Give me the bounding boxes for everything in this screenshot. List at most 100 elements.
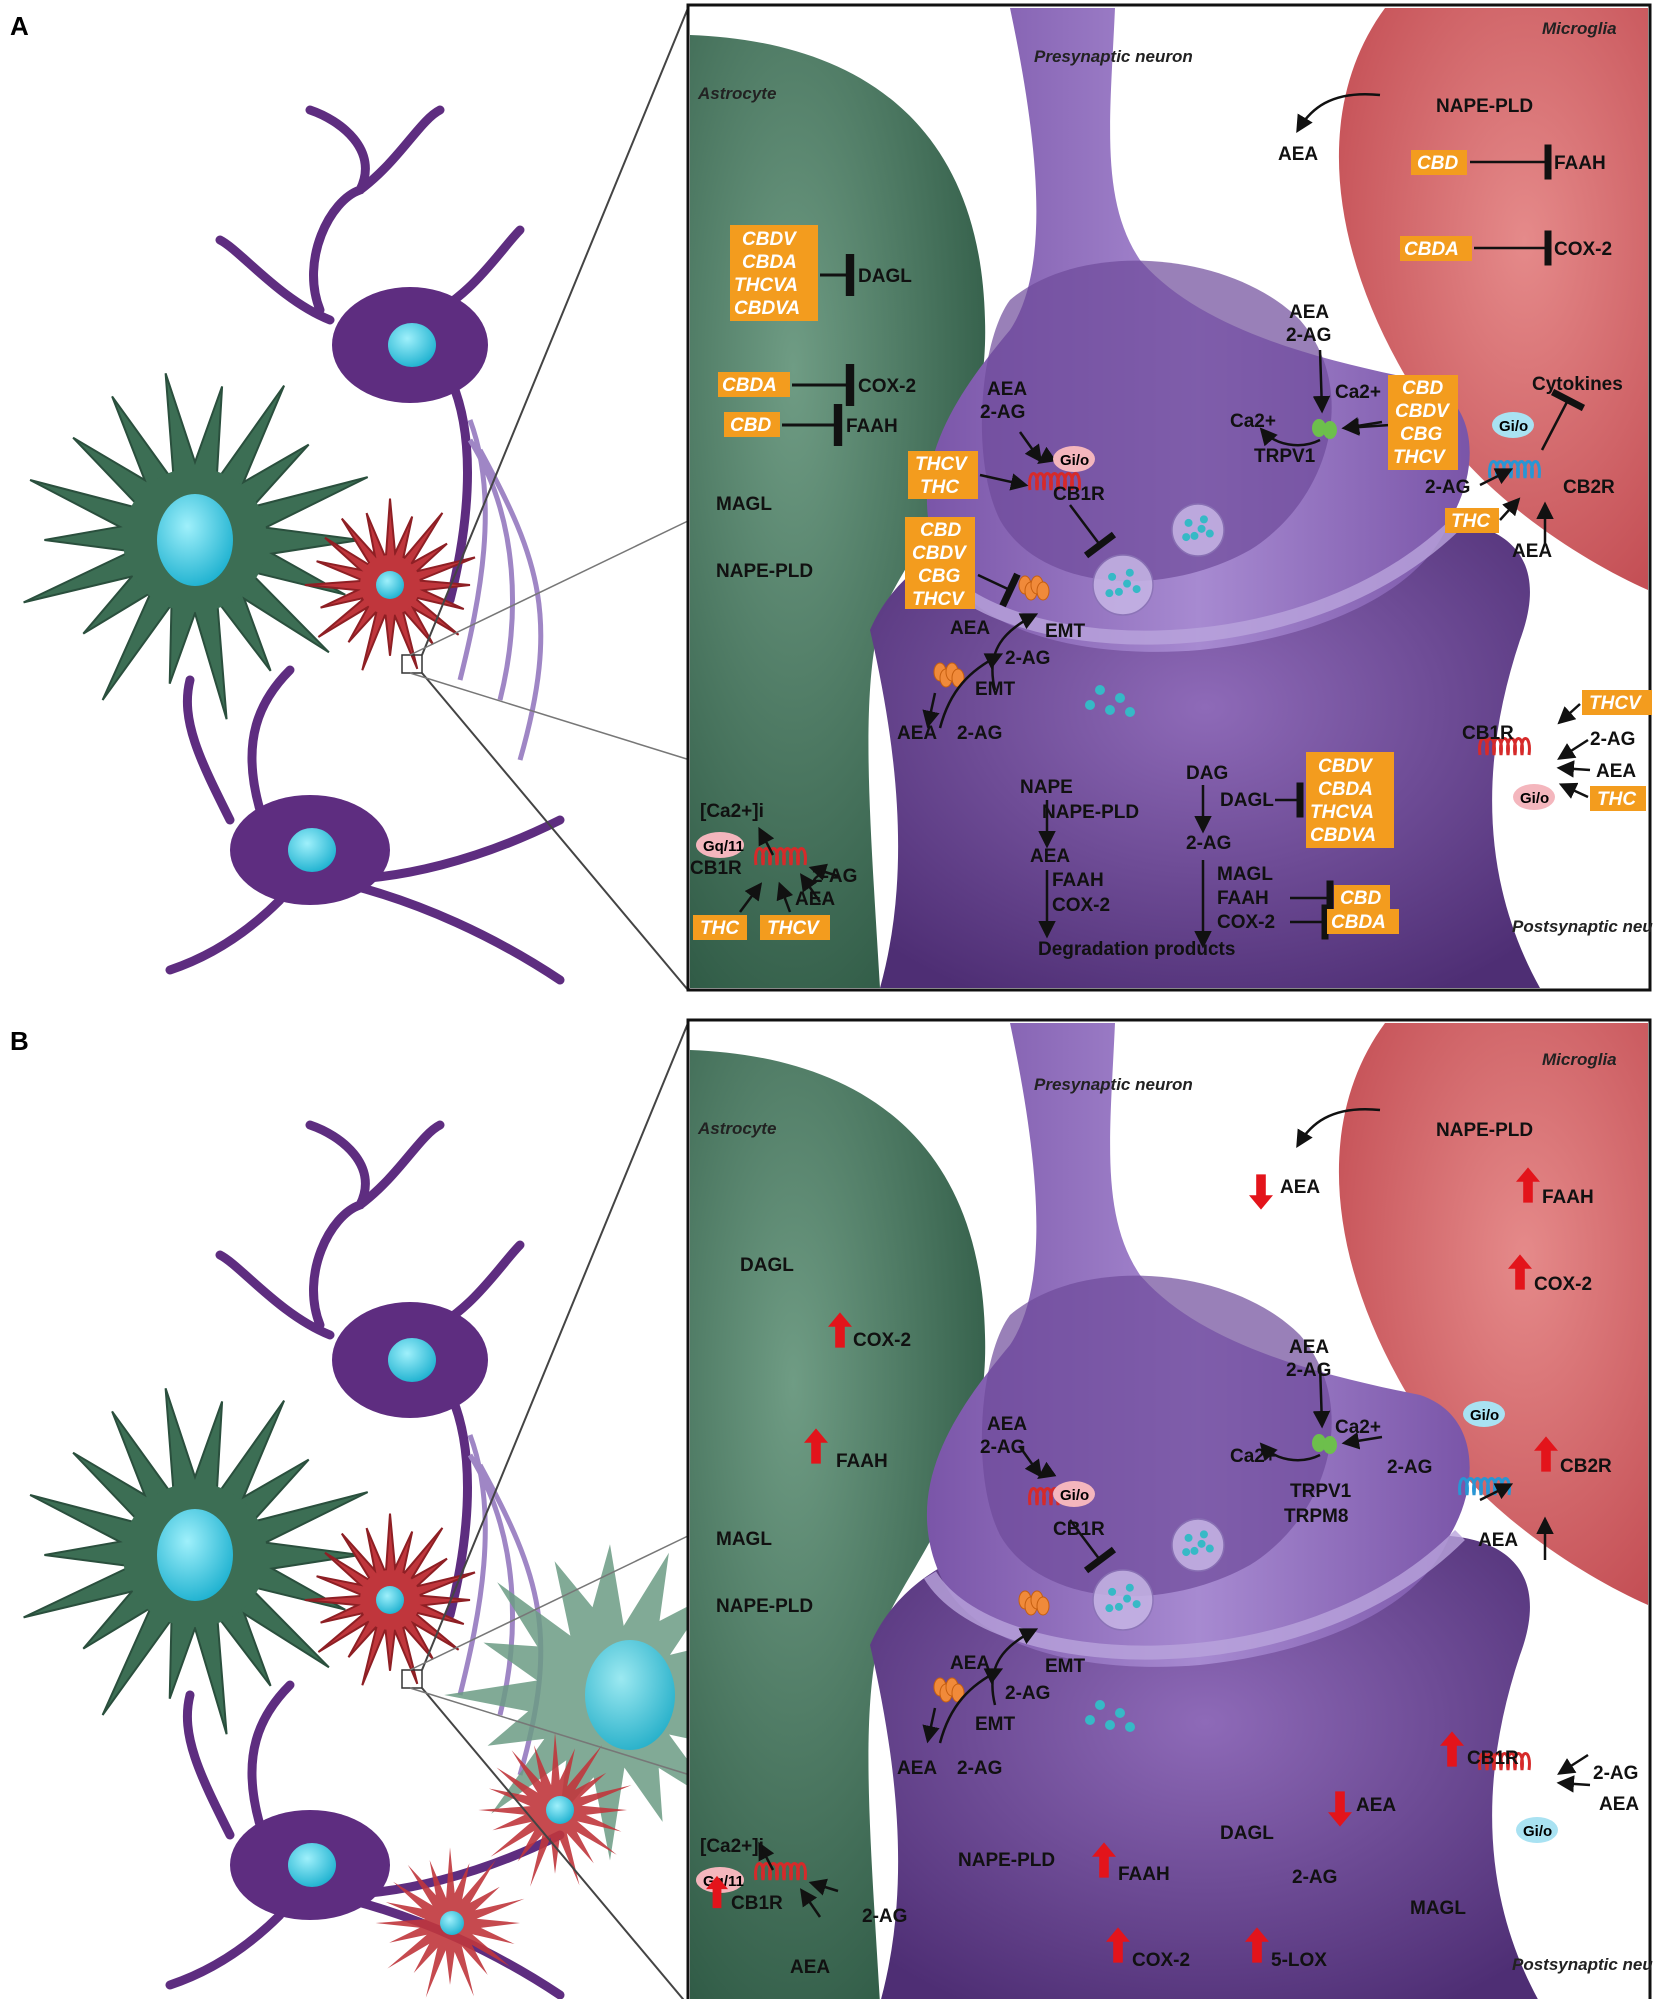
arrow [1018,1446,1043,1478]
neurotransmitter-dot [1132,585,1141,594]
pre-cb1r: CB1R [1053,484,1105,505]
drug-label: CBD [1402,378,1443,399]
post-cox: COX-2 [1132,1950,1190,1971]
emt-label-2: EMT [975,679,1016,700]
drug-box [1400,236,1472,261]
arrow [1018,431,1043,463]
drug-label: CBD [920,520,961,541]
drug-box [693,915,747,940]
drug-label: CBDV [1395,401,1450,422]
arrow [1557,738,1589,760]
neurotransmitter-dot [1125,707,1135,717]
trpv1-channel [1323,1436,1337,1454]
curved-arrow [991,1628,1039,1706]
postsynaptic-neuron [870,1535,1538,1999]
arrow [1312,1364,1331,1429]
cb1r-receptor [1028,472,1081,491]
curved-arrow [938,653,1004,729]
neurotransmitter-dot [1182,1548,1191,1557]
increase-arrow [828,1312,852,1348]
zoom-line [421,7,689,656]
pre-cb1r: CB1R [1053,1519,1105,1540]
micro-cox: COX-2 [1534,1274,1592,1295]
gio-protein [1053,1481,1095,1507]
trpv1-channel [1323,421,1337,439]
curved-arrow [991,613,1039,691]
post-faah: FAAH [1052,870,1104,891]
astro-magl: MAGL [716,1529,772,1550]
drug-label: CBDA [742,252,797,273]
drug-label: THC [1451,511,1490,532]
emt-2ag: 2-AG [1005,648,1050,669]
gio-label: Gi/o [1499,418,1528,435]
curved-arrow [938,1668,1004,1744]
curved-arrow [1259,427,1321,447]
gq-protein [696,832,744,858]
increase-arrow [1440,1731,1464,1767]
neurotransmitter-dot [1184,518,1193,527]
astro-aea: AEA [790,1957,830,1978]
zoom-line [409,519,691,656]
arrow [1479,468,1514,487]
zoom-line [421,1687,685,1999]
arrow [979,473,1029,491]
cb1r-receptor [754,847,807,866]
astro-nape: NAPE-PLD [716,561,813,582]
arrow [808,863,839,881]
gio-protein [1463,1401,1505,1427]
low-aea: AEA [897,723,937,744]
trpv1-label: TRPV1 [1290,1481,1352,1502]
trpv-2ag: 2-AG [1286,325,1331,346]
trpv-ca-in: Ca2+ [1335,1417,1381,1438]
arrow [1558,782,1589,799]
drug-box [1590,786,1646,811]
pre-2ag: 2-AG [980,1437,1025,1458]
neuron-dendrites [215,105,525,605]
drug-label: CBG [1400,424,1442,445]
synaptic-vesicle [1171,503,1225,557]
presynaptic-label: Presynaptic neuron [1034,47,1193,66]
micro-aea2: AEA [1512,541,1552,562]
micro-faah: FAAH [1554,153,1606,174]
zoom-line [409,672,691,761]
emt-subunit [1036,1596,1050,1616]
microglia-nucleus [440,1911,464,1935]
arrow [800,1888,822,1918]
drug-box [1582,690,1652,715]
micro-aea2: AEA [1478,1530,1518,1551]
synaptic-vesicle [1171,1518,1225,1572]
trpv-ca-out: Ca2+ [1230,1446,1276,1467]
micro-cox: COX-2 [1554,239,1612,260]
post-2ag: 2-AG [1292,1867,1337,1888]
drug-label: CBDVA [1310,825,1376,846]
emt-aea: AEA [950,1653,990,1674]
neurotransmitter-dot [1205,1544,1214,1553]
neurotransmitter-dot [1105,705,1115,715]
emt-subunit [1036,581,1050,601]
neurotransmitter-dot [1184,1533,1193,1542]
drug-label: CBD [730,415,771,436]
astro-cox: COX-2 [858,376,916,397]
trpv-ag: 2-AG [1286,1360,1331,1381]
drug-label: THCVA [1310,802,1374,823]
postsynaptic-label: Postsynaptic neuron [1512,1955,1653,1974]
post-magl: MAGL [1217,864,1273,885]
drug-box [1327,909,1399,934]
increase-arrow [1534,1436,1558,1472]
micro-cb2r: CB2R [1560,1456,1612,1477]
neurotransmitter-dot [1114,587,1123,596]
zoom-line [421,1022,689,1671]
trpv1-label: TRPV1 [1254,446,1316,467]
drug-label: CBDV [1318,756,1373,777]
post-cox: COX-2 [1052,895,1110,916]
inhibit-line [1069,504,1117,559]
micro-cytokines: Cytokines [1532,374,1623,395]
arrow [758,826,775,856]
arrow [808,1878,839,1896]
cleft-neurotransmitters [1085,685,1135,717]
drug-label: CBDA [1331,912,1386,933]
post-nape: NAPE [1020,777,1073,798]
neurotransmitter-dot [1105,589,1114,598]
post-r-2ag: 2-AG [1590,729,1635,750]
